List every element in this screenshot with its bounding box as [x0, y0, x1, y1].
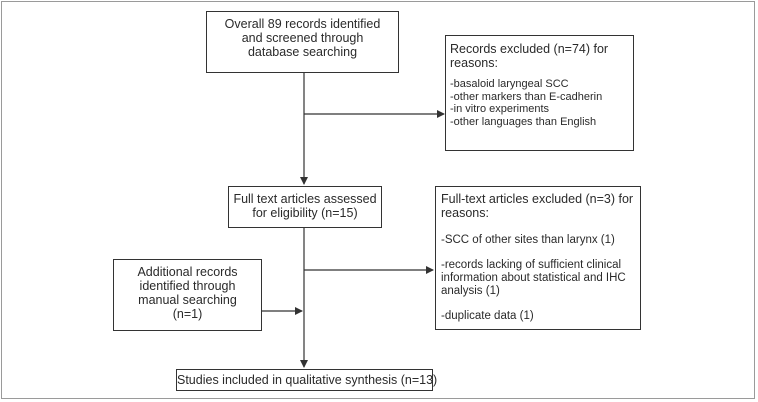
- additional-line: identified through: [139, 279, 236, 293]
- excluded-records-title: reasons:: [450, 56, 498, 70]
- excluded-reason: -SCC of other sites than larynx (1): [441, 234, 615, 246]
- list-item: -other languages than English: [450, 115, 597, 128]
- identified-line: database searching: [247, 45, 358, 59]
- excluded-reason: -records lacking of sufficient clinical: [441, 259, 622, 271]
- excluded-fulltext-box: Full-text articles excluded (n=3) for re…: [435, 186, 641, 330]
- additional-line: (n=1): [172, 307, 203, 321]
- additional-box: Additional records identified through ma…: [113, 259, 262, 331]
- additional-line: Additional records: [137, 265, 238, 279]
- fulltext-line: for eligibility (n=15): [252, 206, 358, 220]
- fulltext-line: Full text articles assessed: [233, 192, 377, 206]
- identified-line: and screened through: [241, 31, 364, 45]
- excluded-reason: analysis (1): [441, 285, 500, 297]
- excluded-records-title: Records excluded (n=74) for: [450, 42, 609, 56]
- excluded-reason: -duplicate data (1): [441, 310, 534, 322]
- additional-line: manual searching: [138, 293, 237, 307]
- list-item: -other markers than E-cadherin: [450, 90, 603, 103]
- excluded-records-list: -basaloid laryngeal SCC -other markers t…: [450, 78, 633, 128]
- excluded-fulltext-title: reasons:: [441, 206, 489, 220]
- included-line: Studies included in qualitative synthesi…: [177, 373, 438, 387]
- excluded-reason: information about statistical and IHC: [441, 272, 626, 284]
- list-item: -basaloid laryngeal SCC: [450, 78, 569, 90]
- included-box: Studies included in qualitative synthesi…: [176, 369, 438, 391]
- identified-line: Overall 89 records identified: [224, 17, 381, 31]
- identified-box: Overall 89 records identified and screen…: [206, 11, 399, 73]
- fulltext-box: Full text articles assessed for eligibil…: [228, 186, 382, 228]
- excluded-fulltext-title: Full-text articles excluded (n=3) for: [441, 192, 634, 206]
- excluded-records-box: Records excluded (n=74) for reasons: -ba…: [445, 35, 634, 151]
- list-item: -in vitro experiments: [450, 103, 550, 115]
